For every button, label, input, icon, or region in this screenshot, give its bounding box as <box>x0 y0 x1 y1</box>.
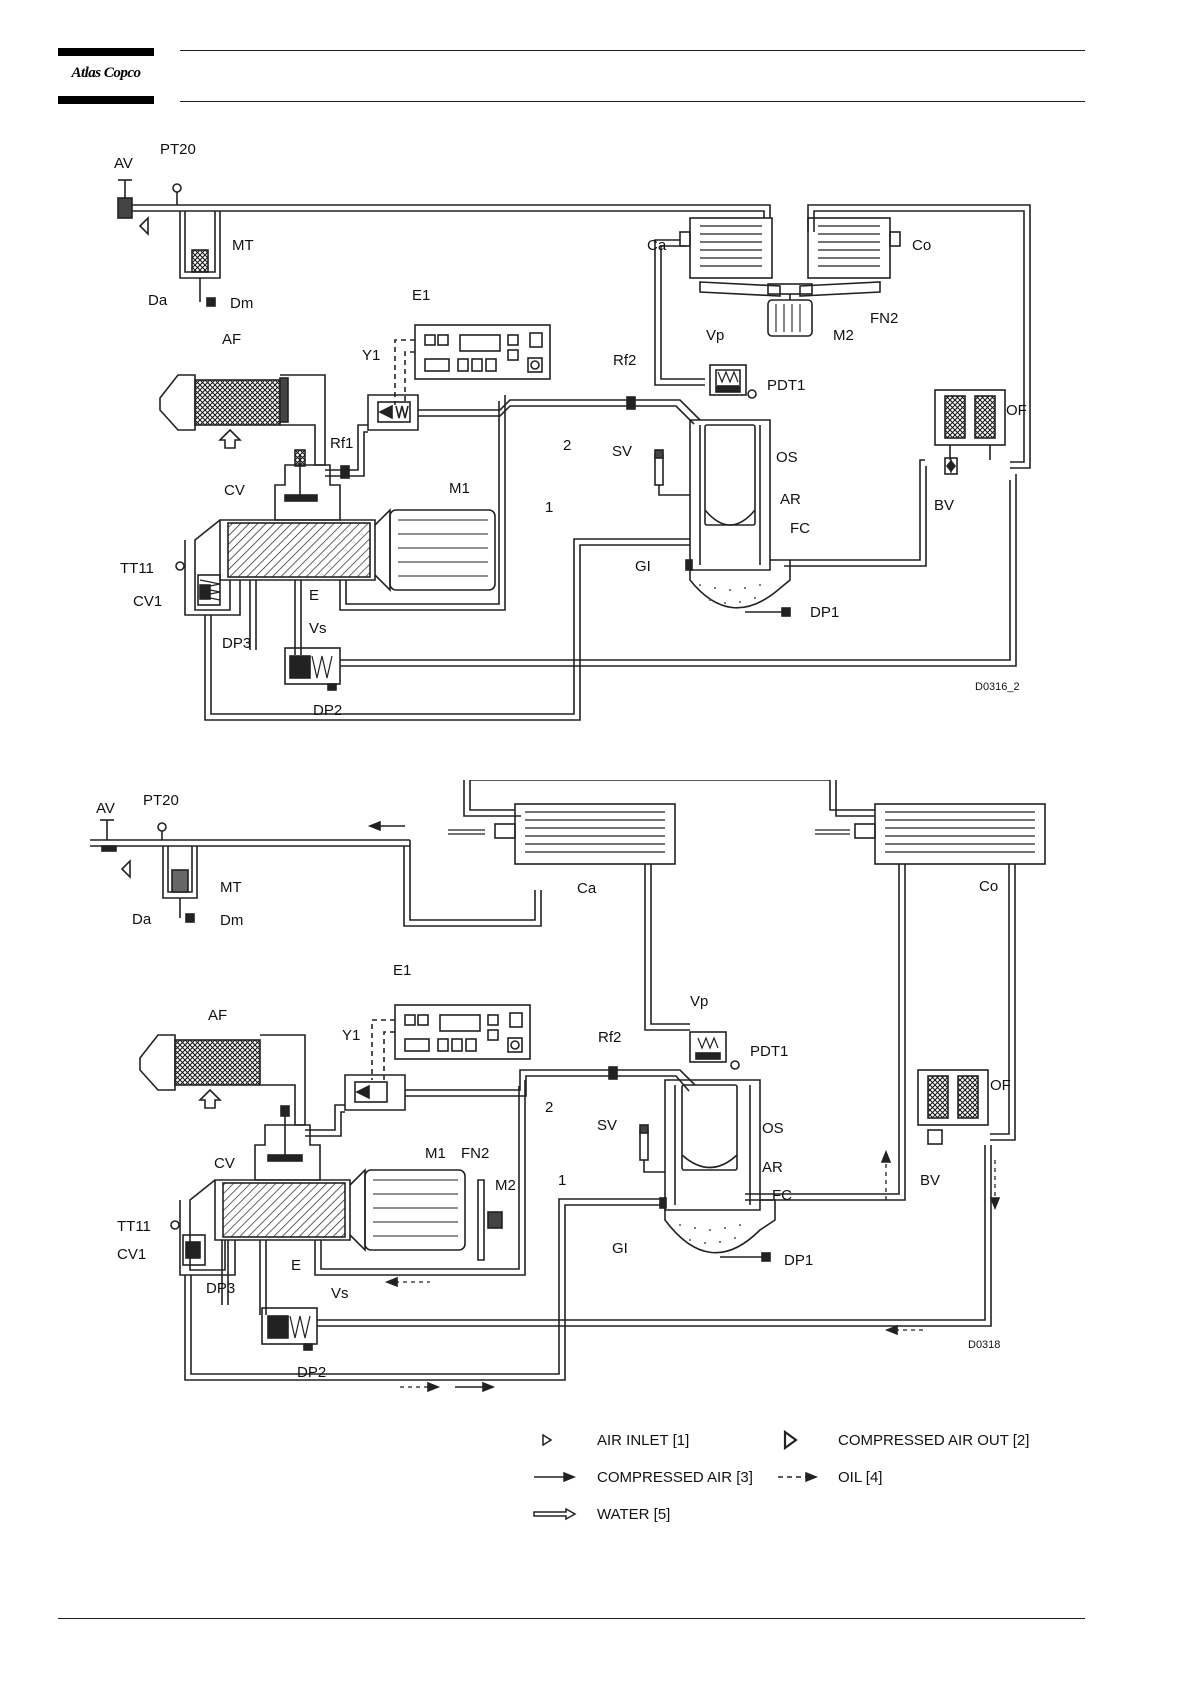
label-dp3-2: DP3 <box>206 1280 235 1297</box>
legend-air-inlet: AIR INLET [1] <box>597 1432 689 1449</box>
label-ar-2: AR <box>762 1159 783 1176</box>
label-m2: M2 <box>833 327 854 344</box>
label-co: Co <box>912 237 931 254</box>
label-bv: BV <box>934 497 954 514</box>
label-m2-2: M2 <box>495 1177 516 1194</box>
label-vs: Vs <box>309 620 327 637</box>
label-af-2: AF <box>208 1007 227 1024</box>
legend-water: WATER [5] <box>597 1506 670 1523</box>
label-cv-2: CV <box>214 1155 235 1172</box>
label-tt11-2: TT11 <box>117 1218 151 1235</box>
label-e-2: E <box>291 1257 301 1274</box>
label-cv1-2: CV1 <box>117 1246 146 1263</box>
label-y1: Y1 <box>362 347 380 364</box>
label-fn2-2: FN2 <box>461 1145 489 1162</box>
label-cv1: CV1 <box>133 593 162 610</box>
label-pdt1-2: PDT1 <box>750 1043 788 1060</box>
atlas-copco-logo: Atlas Copco <box>58 48 154 106</box>
label-rf2-2: Rf2 <box>598 1029 621 1046</box>
label-dm-2: Dm <box>220 912 243 929</box>
label-gi-2: GI <box>612 1240 628 1257</box>
label-av: AV <box>114 155 133 172</box>
label-vp: Vp <box>706 327 724 344</box>
label-os-2: OS <box>762 1120 784 1137</box>
water-symbol <box>533 1507 577 1521</box>
label-rf1: Rf1 <box>330 435 353 452</box>
label-fc: FC <box>790 520 810 537</box>
label-m1-2: M1 <box>425 1145 446 1162</box>
flow-legend: AIR INLET [1] COMPRESSED AIR OUT [2] COM… <box>533 1429 1029 1523</box>
label-e1: E1 <box>412 287 430 304</box>
label-dp1: DP1 <box>810 604 839 621</box>
label-1-2: 1 <box>558 1172 566 1189</box>
label-dm: Dm <box>230 295 253 312</box>
label-da-2: Da <box>132 911 152 928</box>
label-y1-2: Y1 <box>342 1027 360 1044</box>
logo-text: Atlas Copco <box>71 65 141 81</box>
footer-rule <box>58 1618 1085 1619</box>
legend-compressed-air-out: COMPRESSED AIR OUT [2] <box>838 1432 1029 1449</box>
flow-diagram-2: AV PT20 MT Da Dm Ca Co E1 AF Y1 Rf2 Vp P… <box>90 780 1046 1393</box>
label-pt20: PT20 <box>160 141 196 158</box>
label-da: Da <box>148 292 168 309</box>
header-rule-bottom <box>180 101 1085 102</box>
air-inlet-symbol <box>542 1433 553 1447</box>
label-2: 2 <box>563 437 571 454</box>
label-rf2: Rf2 <box>613 352 636 369</box>
header-rule-top <box>180 50 1085 51</box>
label-dp2-2: DP2 <box>297 1364 326 1381</box>
label-pdt1: PDT1 <box>767 377 805 394</box>
label-vp-2: Vp <box>690 993 708 1010</box>
label-gi: GI <box>635 558 651 575</box>
flow-diagram-1: AV PT20 MT Da Dm Ca Co FN2 M2 E1 AF Y1 R… <box>114 141 1031 721</box>
label-e: E <box>309 587 319 604</box>
label-av-2: AV <box>96 800 115 817</box>
label-ca-2: Ca <box>577 880 597 897</box>
label-mt-2: MT <box>220 879 242 896</box>
label-fc-2: FC <box>772 1187 792 1204</box>
label-os: OS <box>776 449 798 466</box>
diagram2-code: D0318 <box>968 1339 1000 1351</box>
label-vs-2: Vs <box>331 1285 349 1302</box>
label-ca: Ca <box>647 237 667 254</box>
label-of: OF <box>1006 402 1027 419</box>
label-tt11: TT11 <box>120 560 154 577</box>
label-af: AF <box>222 331 241 348</box>
label-e1-2: E1 <box>393 962 411 979</box>
diagram1-code: D0316_2 <box>975 681 1020 693</box>
label-sv: SV <box>612 443 632 460</box>
label-2-2: 2 <box>545 1099 553 1116</box>
label-cv: CV <box>224 482 245 499</box>
label-bv-2: BV <box>920 1172 940 1189</box>
legend-compressed-air: COMPRESSED AIR [3] <box>597 1469 753 1486</box>
label-co-2: Co <box>979 878 998 895</box>
label-fn2: FN2 <box>870 310 898 327</box>
label-of-2: OF <box>990 1077 1011 1094</box>
label-dp2: DP2 <box>313 702 342 719</box>
label-dp1-2: DP1 <box>784 1252 813 1269</box>
label-sv-2: SV <box>597 1117 617 1134</box>
label-dp3: DP3 <box>222 635 251 652</box>
label-1: 1 <box>545 499 553 516</box>
label-pt20-2: PT20 <box>143 792 179 809</box>
compressed-air-out-symbol <box>783 1429 798 1451</box>
label-mt: MT <box>232 237 254 254</box>
label-ar: AR <box>780 491 801 508</box>
legend-oil: OIL [4] <box>838 1469 882 1486</box>
label-m1: M1 <box>449 480 470 497</box>
